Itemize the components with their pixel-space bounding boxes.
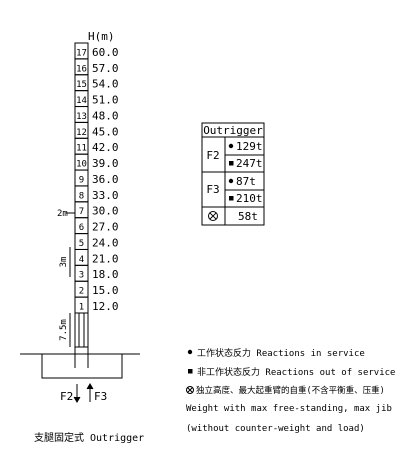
mast-section-number: 9 <box>79 175 84 185</box>
mast-section-number: 6 <box>79 223 84 233</box>
mast-section-height: 21.0 <box>92 252 119 265</box>
f2-arrow-head <box>73 396 81 403</box>
foundation-pit <box>41 353 123 379</box>
mast-section-height: 45.0 <box>92 125 119 138</box>
table-border <box>201 122 265 226</box>
mast-section-number: 4 <box>79 255 84 265</box>
self-weight-value: 58t <box>238 210 258 223</box>
table-f2-label: F2 <box>206 149 219 162</box>
table-header: Outrigger <box>203 124 263 137</box>
table-f3-label: F3 <box>206 183 219 196</box>
legend-self-weight-cn: 独立高度、最大起重臂的自重(不含平衡重、压重) <box>196 386 385 396</box>
dim-2m-label: 2m <box>57 209 68 219</box>
mast-section-number: 12 <box>76 128 87 138</box>
out-service-square-icon <box>229 161 234 166</box>
self-weight-circle-x-icon <box>208 211 218 221</box>
legend-in-service-dot-icon <box>187 349 193 355</box>
mast-section-number: 3 <box>79 271 84 281</box>
reaction-f2-label: F2 <box>60 390 73 403</box>
mast-section-height: 30.0 <box>92 205 119 218</box>
dim-7-5m-label: 7.5m <box>59 319 69 341</box>
reaction-f3-label: F3 <box>94 390 107 403</box>
f2-in-service-value: 129t <box>236 140 263 153</box>
legend-self-weight-circle-x-icon <box>186 386 194 394</box>
mast-section-height: 54.0 <box>92 78 119 91</box>
mast-section-number: 13 <box>76 112 87 122</box>
mast-section-number: 8 <box>79 191 84 201</box>
f3-arrow-head <box>86 383 94 390</box>
mast-section-number: 11 <box>76 144 87 154</box>
legend-self-weight-en-1: Weight with max free-standing, max jib <box>186 404 392 414</box>
mast-section-number: 1 <box>79 303 84 313</box>
mast-section-height: 15.0 <box>92 284 119 297</box>
height-axis-header: H(m) <box>88 30 115 43</box>
legend-out-service-square-icon <box>188 369 193 374</box>
mast-section-height: 33.0 <box>92 189 119 202</box>
mast-section-height: 42.0 <box>92 141 119 154</box>
f3-out-service-value: 210t <box>236 192 263 205</box>
mast-section-height: 51.0 <box>92 94 119 107</box>
base-frame <box>74 312 89 348</box>
mast-section-height: 12.0 <box>92 300 119 313</box>
f2-out-service-value: 247t <box>236 157 263 170</box>
dimension-markers <box>66 212 75 347</box>
mast-section-height: 60.0 <box>92 46 119 59</box>
mast-section-height: 24.0 <box>92 236 119 249</box>
mast-section-height: 48.0 <box>92 109 119 122</box>
in-service-dot-icon <box>228 178 234 184</box>
mast-section-number: 16 <box>76 64 87 74</box>
out-service-square-icon <box>229 196 234 201</box>
mast-section-height: 36.0 <box>92 173 119 186</box>
f3-in-service-value: 87t <box>236 175 256 188</box>
dim-3m-label: 3m <box>59 257 69 268</box>
mast-section-number: 15 <box>76 80 87 90</box>
mast-section-number: 5 <box>79 239 84 249</box>
mast-section-number: 7 <box>79 207 84 217</box>
legend-out-service: 非工作状态反力 Reactions out of service <box>197 368 396 378</box>
mast-section-height: 57.0 <box>92 62 119 75</box>
mast-section-number: 17 <box>76 48 87 58</box>
mast-section-height: 27.0 <box>92 221 119 234</box>
mast-section-height: 39.0 <box>92 157 119 170</box>
mast-section-number: 10 <box>76 160 87 170</box>
mast-section-number: 14 <box>76 96 87 106</box>
tower-base <box>20 312 140 403</box>
mast-section-height: 18.0 <box>92 268 119 281</box>
mast-section-number: 2 <box>79 287 84 297</box>
outrigger-table <box>201 122 265 226</box>
diagram-caption: 支腿固定式 Outrigger <box>34 433 145 444</box>
legend-self-weight-en-2: (without counter-weight and load) <box>186 424 365 434</box>
legend-in-service: 工作状态反力 Reactions in service <box>197 349 365 359</box>
in-service-dot-icon <box>228 143 234 149</box>
